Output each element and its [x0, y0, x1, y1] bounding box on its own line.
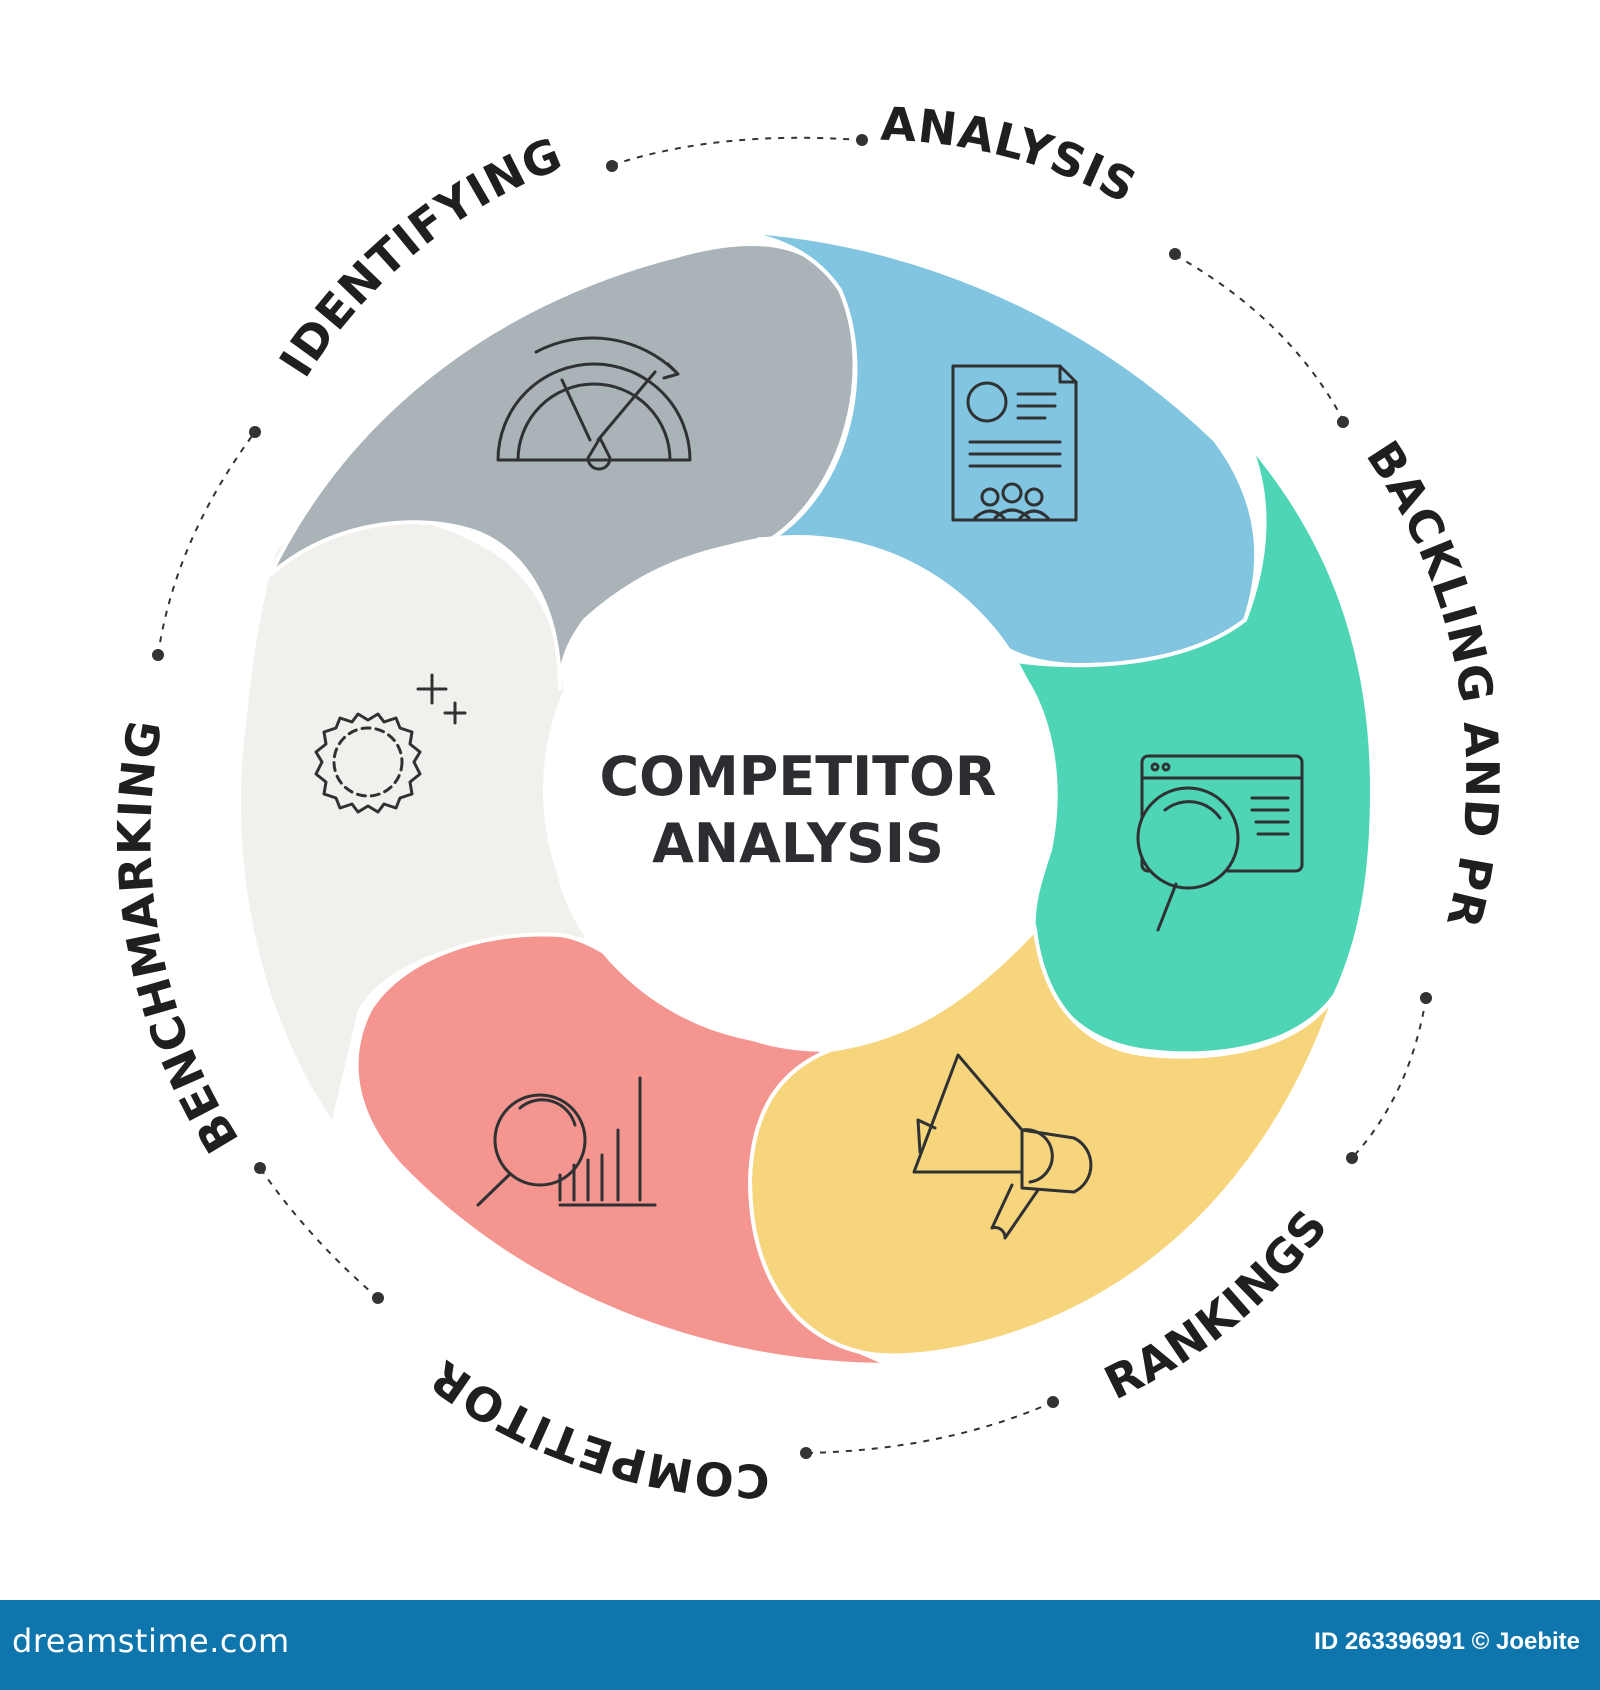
footer-bar: dreamstime.com ID 263396991 © Joebite — [0, 1600, 1600, 1690]
megaphone-icon — [912, 1053, 1093, 1240]
connector-dots — [152, 134, 1432, 1459]
web-search-icon — [1136, 754, 1304, 932]
center-title-line2: ANALYSIS — [652, 812, 944, 875]
image-credit: ID 263396991 © Joebite — [1314, 1628, 1580, 1655]
label-backling-and-pr: BACKLING AND PR — [1356, 431, 1509, 934]
profile-document-icon — [951, 364, 1078, 522]
segment-red — [354, 932, 891, 1367]
magnifier-bar-chart-icon — [476, 1076, 657, 1207]
speedometer-icon — [496, 336, 692, 471]
center-circle — [543, 535, 1053, 1045]
label-benchmarking: BENCHMARKING — [108, 716, 250, 1163]
label-analysis: ANALYSIS — [879, 97, 1145, 214]
dashed-connector-ring — [157, 136, 1427, 1454]
brand-watermark[interactable]: dreamstime.com — [12, 1622, 290, 1660]
competitor-analysis-diagram: COMPETITOR ANALYSIS IDENTIFYING ANALYSIS… — [108, 97, 1509, 1509]
center-title-line1: COMPETITOR — [600, 745, 997, 808]
label-competitor: COMPETITOR — [420, 1349, 770, 1508]
gear-sparkle-icon — [314, 673, 467, 814]
